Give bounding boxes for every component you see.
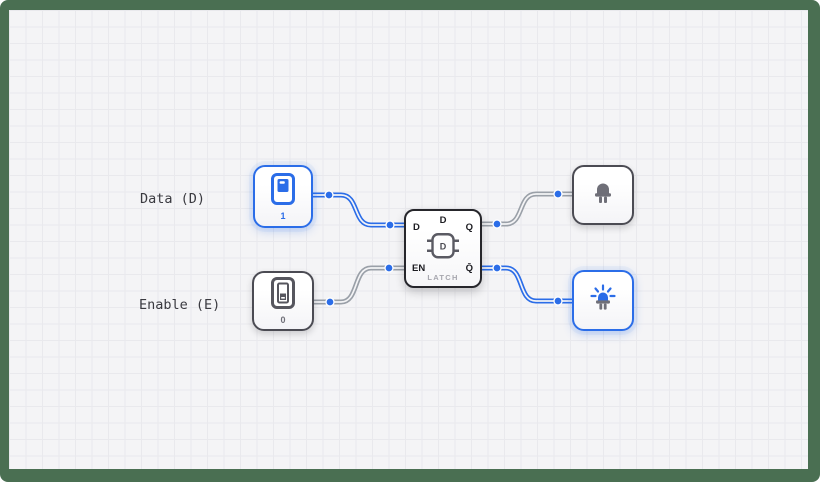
- chip-icon: D: [424, 229, 462, 266]
- led-q-node[interactable]: [572, 165, 634, 225]
- latch-port-q[interactable]: Q: [465, 222, 473, 233]
- led-q-bar-node[interactable]: [572, 270, 634, 331]
- wire-data-to-latch-d[interactable]: [310, 192, 408, 228]
- wire-junction-dot[interactable]: [492, 219, 502, 229]
- toggle-switch-off-icon: [271, 277, 295, 314]
- led-off-icon: [591, 180, 615, 211]
- data-switch-node[interactable]: 1: [253, 165, 313, 228]
- wire-junction-dot[interactable]: [384, 263, 394, 273]
- toggle-switch-on-icon: [271, 172, 295, 210]
- enable-switch-value: 0: [280, 315, 286, 325]
- wire-junction-dot[interactable]: [385, 220, 395, 230]
- wire-junction-dot[interactable]: [324, 190, 334, 200]
- data-annotation: Data (D): [140, 191, 206, 207]
- chip-label: D: [440, 241, 447, 251]
- enable-switch-node[interactable]: 0: [252, 271, 314, 331]
- latch-node[interactable]: D D EN Q Q̄ D LATCH: [404, 209, 482, 288]
- latch-port-d[interactable]: D: [413, 222, 420, 233]
- wire-junction-dot[interactable]: [492, 263, 502, 273]
- latch-top-label: D: [439, 215, 447, 226]
- latch-caption: LATCH: [427, 273, 459, 282]
- wire-junction-dot[interactable]: [325, 297, 335, 307]
- latch-port-en[interactable]: EN: [412, 262, 426, 274]
- wire-junction-dot[interactable]: [553, 296, 563, 306]
- wire-junction-dot[interactable]: [553, 189, 563, 199]
- enable-annotation: Enable (E): [139, 297, 221, 313]
- led-on-icon: [587, 284, 619, 317]
- wire-enable-to-latch-en[interactable]: [311, 265, 408, 305]
- latch-port-q-bar[interactable]: Q̄: [465, 262, 473, 274]
- data-switch-value: 1: [280, 210, 286, 221]
